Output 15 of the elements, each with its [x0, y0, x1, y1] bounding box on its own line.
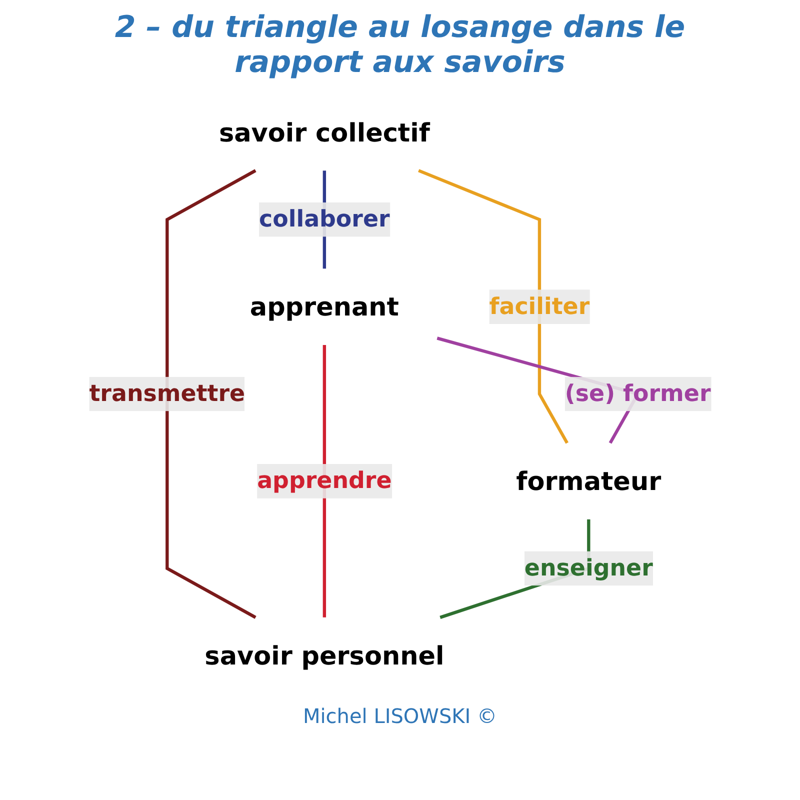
- edge-label: faciliter: [489, 293, 590, 320]
- node-text: savoir personnel: [204, 640, 444, 671]
- node-text: formateur: [516, 466, 662, 496]
- node-text: apprenant: [250, 292, 399, 322]
- caption: Michel LISOWSKI ©: [302, 704, 498, 728]
- diagram-title: 2 – du triangle au losange dans le rapport aux savoirs: [114, 10, 686, 80]
- connector: [166, 169, 256, 619]
- edge-label: transmettre: [89, 380, 246, 408]
- connector: [322, 344, 326, 618]
- edge-label: (se) former: [564, 380, 711, 408]
- edge-label: enseigner: [524, 555, 653, 582]
- node-text: savoir collectif: [218, 117, 430, 148]
- edge-label: collaborer: [259, 206, 390, 233]
- edge-label: apprendre: [257, 468, 392, 495]
- connector: [418, 169, 568, 444]
